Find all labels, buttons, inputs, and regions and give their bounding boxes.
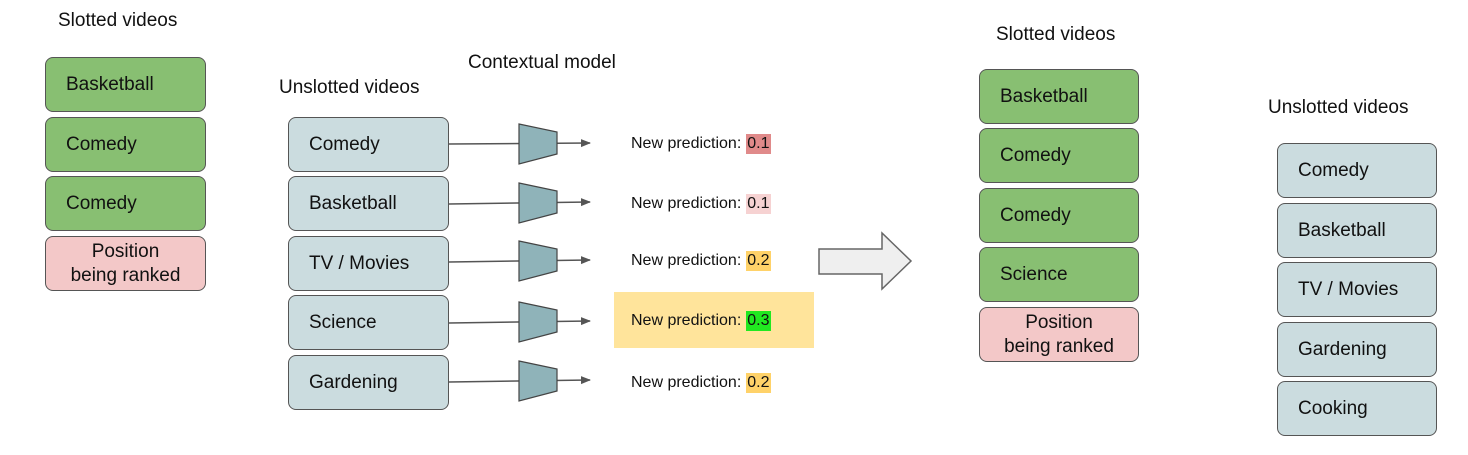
right-slotted-item: Science: [979, 247, 1139, 302]
right-unslotted-item: Gardening: [1277, 322, 1437, 377]
right-unslotted-title: Unslotted videos: [1268, 97, 1409, 118]
model-row-1: [448, 123, 591, 165]
prediction-label: New prediction:: [631, 374, 742, 391]
slot-label: Science: [1000, 263, 1068, 285]
prediction-value: 0.1: [746, 134, 771, 154]
slot-label: Comedy: [1000, 204, 1071, 226]
video-label: Comedy: [309, 133, 380, 155]
model-row-3: [448, 240, 591, 282]
contextual-model-title: Contextual model: [468, 52, 616, 73]
unslotted-item: Comedy: [288, 117, 449, 172]
video-label: Science: [309, 311, 377, 333]
prediction-row: New prediction: 0.2: [631, 251, 771, 271]
prediction-row: New prediction: 0.1: [631, 194, 771, 214]
video-label: Comedy: [1298, 159, 1369, 181]
video-label: TV / Movies: [1298, 278, 1399, 300]
right-slotted-title: Slotted videos: [996, 24, 1116, 45]
right-unslotted-item: Cooking: [1277, 381, 1437, 436]
prediction-label: New prediction:: [631, 195, 742, 212]
prediction-row: New prediction: 0.1: [631, 134, 771, 154]
video-label: Gardening: [1298, 338, 1387, 360]
position-label: Position being ranked: [1004, 311, 1114, 357]
slot-label: Comedy: [1000, 144, 1071, 166]
model-icon: [518, 360, 558, 402]
transition-arrow-icon: [818, 231, 913, 291]
video-label: Gardening: [309, 371, 398, 393]
model-row-2: [448, 182, 591, 224]
unslotted-item: Science: [288, 295, 449, 350]
prediction-value: 0.1: [746, 194, 771, 214]
left-slotted-title: Slotted videos: [58, 10, 178, 31]
video-label: TV / Movies: [309, 252, 410, 274]
slot-label: Basketball: [66, 73, 154, 95]
prediction-label: New prediction:: [631, 252, 742, 269]
right-position-being-ranked: Position being ranked: [979, 307, 1139, 362]
prediction-row: New prediction: 0.2: [631, 373, 771, 393]
left-slotted-item: Comedy: [45, 117, 206, 172]
model-icon: [518, 301, 558, 343]
right-slotted-item: Comedy: [979, 128, 1139, 183]
video-label: Basketball: [1298, 219, 1386, 241]
position-label: Position being ranked: [70, 240, 181, 286]
right-unslotted-item: TV / Movies: [1277, 262, 1437, 317]
model-row-4: [448, 301, 591, 343]
slot-label: Comedy: [66, 192, 137, 214]
slot-label: Basketball: [1000, 85, 1088, 107]
best-prediction-highlight: [614, 292, 814, 348]
left-slotted-item: Basketball: [45, 57, 206, 112]
model-icon: [518, 123, 558, 165]
video-label: Basketball: [309, 192, 397, 214]
left-slotted-item: Comedy: [45, 176, 206, 231]
right-slotted-item: Basketball: [979, 69, 1139, 124]
video-label: Cooking: [1298, 397, 1368, 419]
right-unslotted-item: Comedy: [1277, 143, 1437, 198]
model-icon: [518, 182, 558, 224]
prediction-value: 0.2: [746, 251, 771, 271]
prediction-value: 0.3: [746, 311, 771, 331]
prediction-value: 0.2: [746, 373, 771, 393]
left-position-being-ranked: Position being ranked: [45, 236, 206, 291]
model-row-5: [448, 360, 591, 402]
model-icon: [518, 240, 558, 282]
unslotted-item: Basketball: [288, 176, 449, 231]
unslotted-title: Unslotted videos: [279, 77, 420, 98]
prediction-label: New prediction:: [631, 135, 742, 152]
right-slotted-item: Comedy: [979, 188, 1139, 243]
prediction-row-best: New prediction: 0.3: [631, 311, 771, 331]
prediction-label: New prediction:: [631, 312, 742, 329]
slot-label: Comedy: [66, 133, 137, 155]
unslotted-item: TV / Movies: [288, 236, 449, 291]
unslotted-item: Gardening: [288, 355, 449, 410]
right-unslotted-item: Basketball: [1277, 203, 1437, 258]
